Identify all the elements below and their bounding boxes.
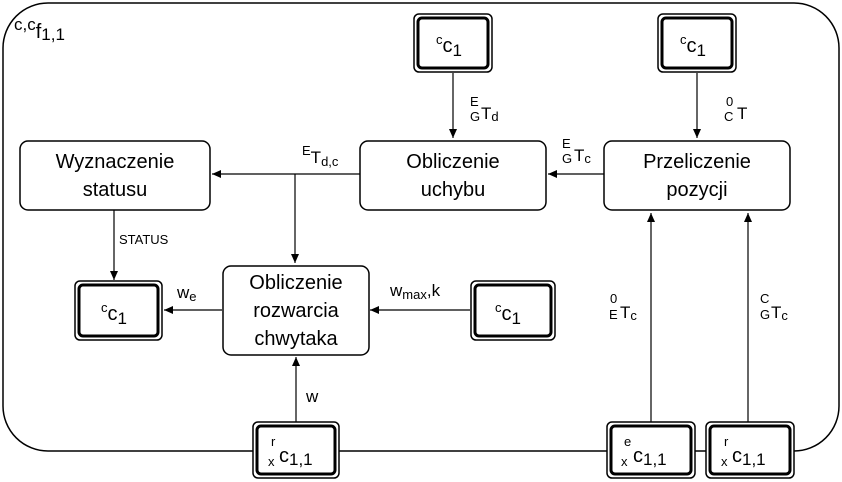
svg-text:e: e — [624, 434, 631, 449]
svg-text:r: r — [271, 434, 276, 449]
svg-text:c1,1: c1,1 — [732, 445, 766, 469]
svg-text:C: C — [724, 109, 733, 124]
svg-text:C: C — [760, 291, 769, 306]
label-oetc: 0 E Tc — [609, 291, 637, 323]
svg-text:cc1: cc1 — [680, 32, 706, 60]
svg-text:cc1: cc1 — [436, 32, 462, 60]
svg-text:x: x — [268, 454, 275, 469]
block-obliczenie-uchybu: Obliczenie uchybu — [359, 140, 547, 211]
svg-text:x: x — [721, 454, 728, 469]
svg-text:Obliczenie: Obliczenie — [249, 272, 342, 294]
port-top-mid: cc1 — [413, 13, 493, 73]
label-egtd: E G Td — [470, 94, 499, 124]
label-oct: 0 C T — [724, 94, 747, 124]
svg-text:x: x — [621, 454, 628, 469]
label-w: w — [305, 387, 319, 406]
svg-text:Tc: Tc — [771, 303, 788, 323]
svg-text:0: 0 — [610, 291, 617, 306]
port-bottom-mid: e x c1,1 — [606, 421, 696, 479]
svg-text:pozycji: pozycji — [666, 179, 727, 201]
svg-text:chwytaka: chwytaka — [254, 328, 338, 350]
svg-text:G: G — [562, 151, 572, 166]
label-we: we — [176, 283, 197, 304]
label-egtc: E G Tc — [562, 136, 591, 166]
label-cgtc: C G Tc — [760, 291, 788, 323]
svg-text:cc1: cc1 — [495, 300, 521, 328]
container-title: c,cf1,1 — [14, 15, 65, 44]
block-przeliczenie-pozycji: Przeliczenie pozycji — [603, 140, 791, 211]
label-etdc: ETd,c — [302, 143, 339, 169]
label-wmaxk: wmax,k — [389, 281, 441, 302]
block-wyznaczenie-statusu: Wyznaczenie statusu — [19, 140, 211, 211]
svg-text:Tc: Tc — [620, 303, 637, 323]
container-frame — [2, 2, 840, 452]
svg-text:we: we — [176, 283, 197, 304]
port-bottom-left: r x c1,1 — [252, 421, 340, 479]
svg-text:cc1: cc1 — [101, 300, 127, 328]
svg-text:r: r — [724, 434, 729, 449]
label-status: STATUS — [119, 232, 169, 247]
port-bottom-right: r x c1,1 — [705, 421, 795, 479]
svg-text:c1,1: c1,1 — [633, 445, 667, 469]
svg-text:Tc: Tc — [574, 146, 591, 166]
svg-text:E: E — [562, 136, 571, 151]
connectors — [110, 73, 752, 422]
svg-text:0: 0 — [726, 94, 733, 109]
svg-text:Td: Td — [481, 104, 499, 124]
svg-text:Wyznaczenie: Wyznaczenie — [56, 151, 175, 173]
svg-text:Przeliczenie: Przeliczenie — [643, 151, 751, 173]
svg-text:E: E — [609, 307, 618, 322]
svg-text:G: G — [470, 109, 480, 124]
block-obliczenie-rozwarcia: Obliczenie rozwarcia chwytaka — [222, 265, 370, 356]
svg-text:wmax,k: wmax,k — [389, 281, 441, 302]
svg-text:G: G — [760, 307, 770, 322]
svg-text:uchybu: uchybu — [421, 179, 486, 201]
svg-text:ETd,c: ETd,c — [302, 143, 339, 169]
port-wmax-in: cc1 — [470, 280, 556, 341]
svg-text:c1,1: c1,1 — [279, 445, 313, 469]
svg-text:T: T — [737, 104, 747, 123]
svg-text:rozwarcia: rozwarcia — [253, 300, 339, 322]
svg-text:statusu: statusu — [83, 179, 147, 201]
port-top-right: cc1 — [657, 13, 737, 73]
svg-text:E: E — [470, 94, 479, 109]
svg-text:Obliczenie: Obliczenie — [406, 151, 499, 173]
port-status-out: cc1 — [74, 280, 163, 341]
